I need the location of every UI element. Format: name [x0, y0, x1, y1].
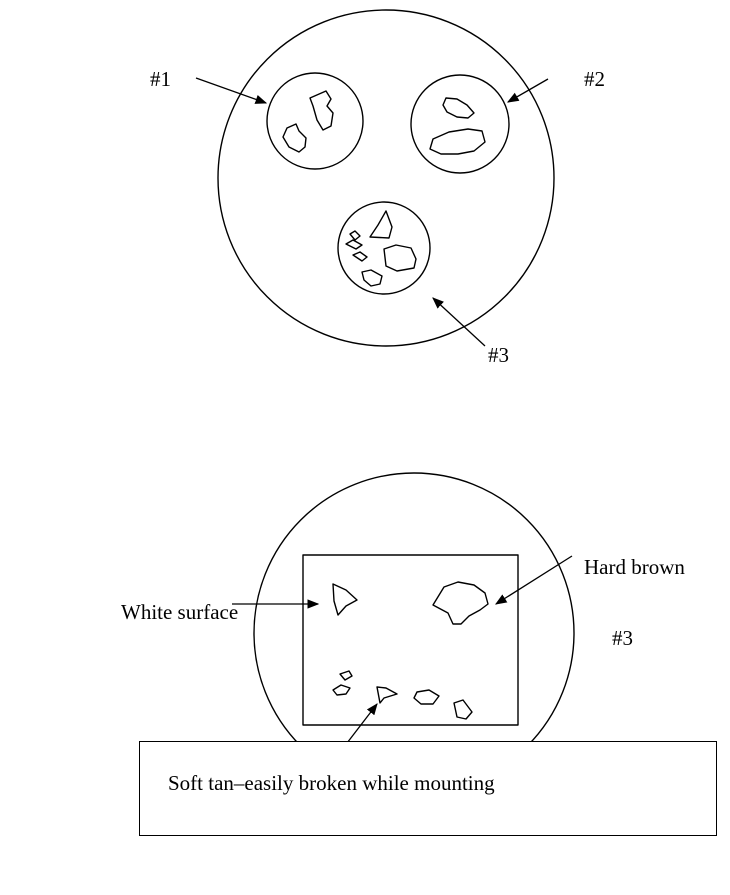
- sample-2-mount: [410, 74, 510, 174]
- caption-soft-tan: Soft tan–easily broken while mounting: [168, 771, 495, 795]
- sample-3-particle: [349, 230, 361, 241]
- label-sample-2: #2: [584, 67, 605, 91]
- label-sample-3-bottom: #3: [612, 626, 633, 650]
- sample-2-particle: [429, 128, 486, 155]
- arrow-hard-brown: [495, 555, 573, 605]
- sample-3-particle: [369, 210, 393, 239]
- soft-tan-particle: [376, 686, 398, 704]
- label-hard-brown: Hard brown: [584, 555, 685, 579]
- soft-tan-particle: [332, 684, 351, 696]
- sample-3-circle: [337, 201, 431, 295]
- label-sample-3: #3: [488, 343, 509, 367]
- soft-tan-particle: [339, 670, 353, 681]
- sample-1-particle: [282, 123, 307, 153]
- sample-3-particle: [361, 269, 383, 287]
- sample-2-circle: [410, 74, 510, 174]
- arrow-sample-2: [506, 78, 549, 103]
- top-figure: #1 #2 #3: [150, 9, 605, 367]
- top-mount-outer-circle: [217, 9, 555, 347]
- viewing-rectangle: [302, 554, 519, 726]
- sample-3-particle: [352, 251, 368, 262]
- white-surface-particle: [332, 583, 358, 616]
- arrow-sample-1: [195, 77, 268, 104]
- sample-3-particle: [383, 244, 417, 272]
- sample-3-mount: [337, 201, 431, 295]
- sample-3-particle: [345, 239, 363, 250]
- soft-tan-particle: [413, 689, 440, 705]
- hard-brown-particle: [432, 581, 489, 625]
- sample-2-particle: [442, 97, 475, 119]
- sample-1-mount: [266, 72, 364, 170]
- soft-tan-particle: [453, 699, 473, 720]
- label-white-surface: White surface: [121, 600, 238, 624]
- label-sample-1: #1: [150, 67, 171, 91]
- sample-1-particle: [309, 90, 334, 131]
- sample-1-circle: [266, 72, 364, 170]
- caption-box: Soft tan–easily broken while mounting: [139, 741, 717, 836]
- arrow-sample-3: [432, 297, 486, 347]
